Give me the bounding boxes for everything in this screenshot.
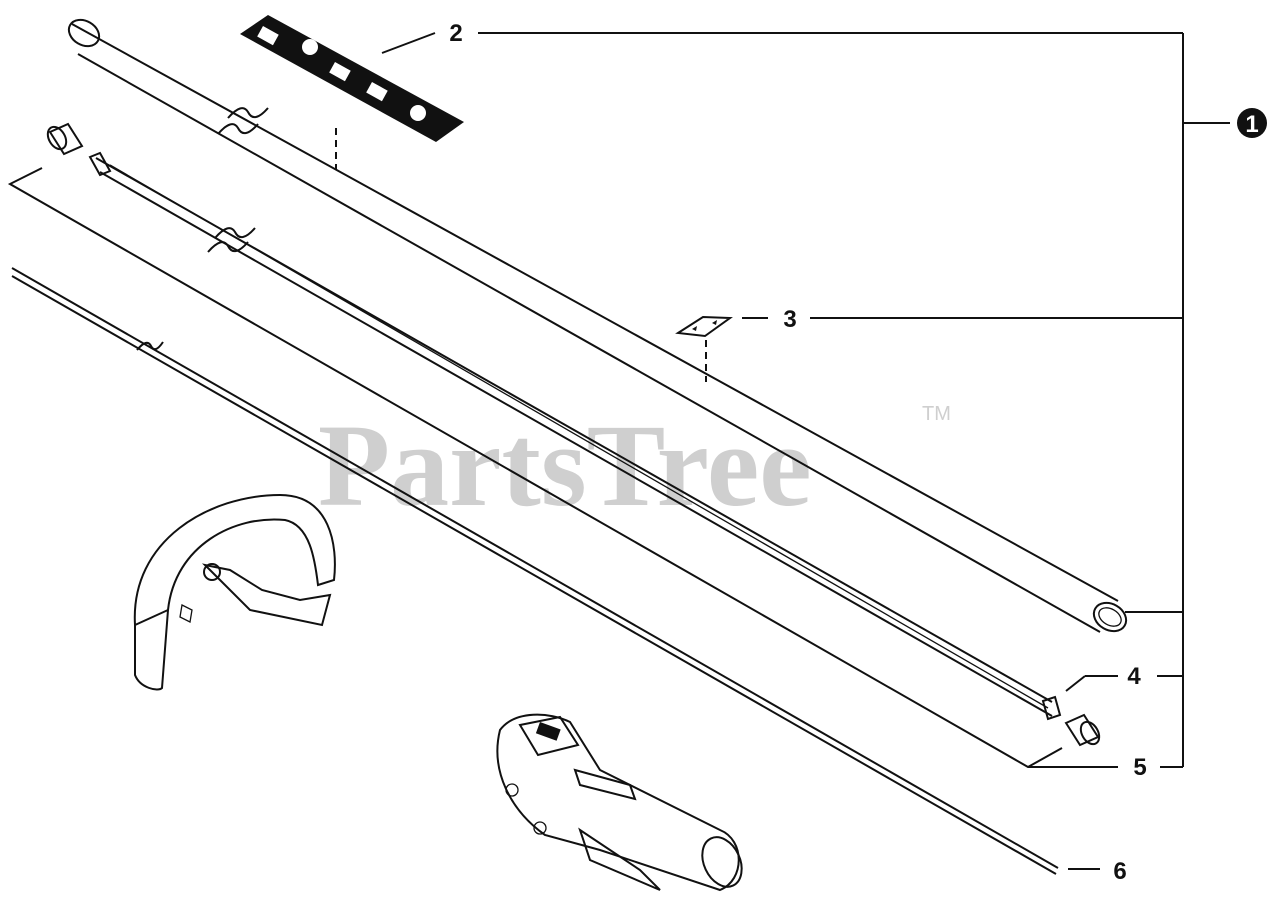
callout-4-label: 4: [1127, 663, 1141, 690]
watermark-text: PartsTree: [318, 400, 812, 531]
bushing-top: [46, 122, 84, 156]
callout-2-label: 2: [449, 20, 462, 47]
watermark-tm: TM: [922, 403, 951, 425]
callout-5-label: 5: [1133, 754, 1146, 781]
loop-handle: [133, 493, 336, 691]
inner-liner: [88, 151, 1062, 721]
callout-6-label: 6: [1113, 858, 1126, 885]
throttle-handle: [496, 713, 743, 892]
warning-decal: [240, 15, 464, 170]
label-plate: [675, 315, 733, 382]
bushing-bottom: [1064, 713, 1101, 747]
callout-1-label: 1: [1245, 111, 1258, 138]
callout-3-label: 3: [783, 306, 796, 333]
drive-shaft: [11, 267, 1059, 875]
outer-shaft-tube: [67, 18, 1128, 633]
assembly-bracket: [478, 32, 1230, 768]
callout-1: 1: [1237, 108, 1267, 138]
